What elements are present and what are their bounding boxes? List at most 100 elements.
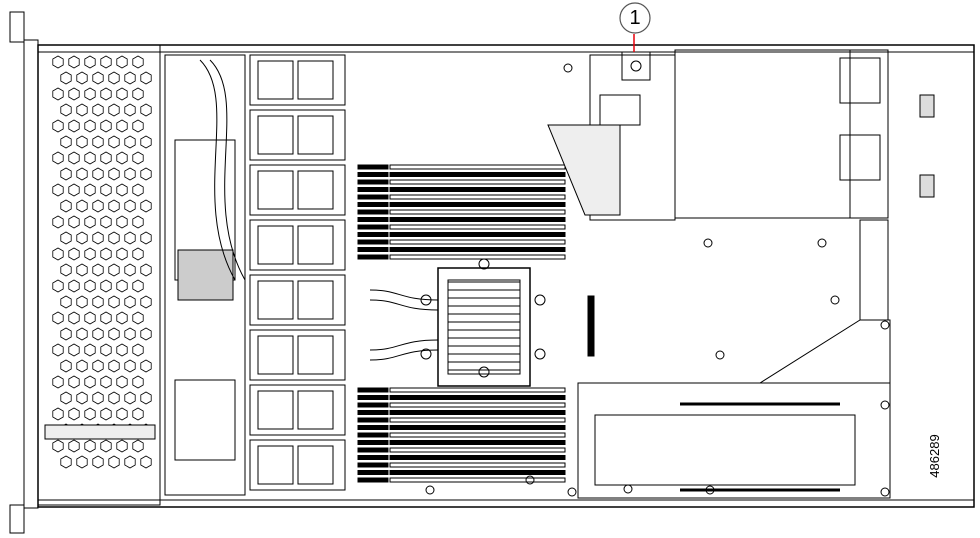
fan-rotor	[257, 335, 294, 375]
vent-hole	[140, 199, 152, 213]
vent-hole	[100, 247, 112, 261]
vent-hole	[124, 391, 136, 405]
fan-rotor	[297, 390, 334, 430]
vent-hole	[68, 375, 80, 389]
vent-hole	[68, 87, 80, 101]
screw	[425, 485, 435, 495]
vent-hole	[76, 103, 88, 117]
vent-hole	[68, 247, 80, 261]
vent-hole	[84, 407, 96, 421]
screw	[880, 320, 890, 330]
dimm-slot	[389, 402, 566, 408]
screw	[703, 238, 713, 248]
vent-hole	[124, 327, 136, 341]
fan-rotor	[257, 170, 294, 210]
vent-hole	[140, 103, 152, 117]
vent-hole	[140, 359, 152, 373]
vent-hole	[76, 295, 88, 309]
vent-hole	[116, 311, 128, 325]
vent-hole	[84, 375, 96, 389]
screw	[567, 487, 577, 497]
vent-hole	[68, 119, 80, 133]
vent-hole	[100, 407, 112, 421]
vent-hole	[76, 71, 88, 85]
fan-modules	[249, 54, 346, 491]
vent-hole	[100, 151, 112, 165]
vent-hole	[140, 455, 152, 469]
vent-hole	[124, 199, 136, 213]
vent-hole	[100, 279, 112, 293]
vent-hole	[60, 295, 72, 309]
dimm-latch	[357, 232, 389, 237]
vent-hole	[76, 327, 88, 341]
storage-controller-area	[44, 54, 246, 496]
fan-rotor	[297, 225, 334, 265]
vent-hole	[124, 103, 136, 117]
vent-hole	[52, 439, 64, 453]
vent-hole	[52, 279, 64, 293]
vent-hole	[84, 55, 96, 69]
vent-hole	[116, 183, 128, 197]
fan-rotor	[257, 225, 294, 265]
vent-hole	[132, 311, 144, 325]
dimm-latch	[357, 194, 389, 200]
screw	[623, 484, 633, 494]
vent-hole	[68, 215, 80, 229]
front-panel	[9, 11, 161, 534]
vent-hole	[52, 343, 64, 357]
vent-hole	[60, 231, 72, 245]
dimm-latch	[357, 202, 389, 207]
vent-hole	[124, 71, 136, 85]
vent-hole	[124, 167, 136, 181]
vent-hole	[76, 167, 88, 181]
vent-hole	[108, 327, 120, 341]
dimm-slot	[389, 417, 566, 423]
vent-hole	[108, 455, 120, 469]
vent-hole	[52, 375, 64, 389]
vent-hole	[132, 183, 144, 197]
vent-hole	[52, 183, 64, 197]
vent-hole	[108, 199, 120, 213]
fan-rotor	[297, 115, 334, 155]
vent-hole	[52, 247, 64, 261]
fan-rotor	[297, 445, 334, 485]
vent-hole	[124, 135, 136, 149]
cpu-heatsink	[369, 258, 546, 387]
vent-hole	[92, 167, 104, 181]
vent-hole	[100, 375, 112, 389]
vent-hole	[76, 263, 88, 277]
vent-hole	[100, 311, 112, 325]
vent-hole	[52, 151, 64, 165]
fan-rotor	[297, 335, 334, 375]
dimm-slot	[389, 254, 566, 260]
vent-hole	[108, 359, 120, 373]
screw	[525, 475, 535, 485]
dimm-slot	[389, 440, 566, 445]
vent-hole	[60, 167, 72, 181]
dimm-slot	[389, 432, 566, 438]
dimm-latch	[357, 187, 389, 192]
vent-hole	[84, 343, 96, 357]
fan-rotor	[297, 170, 334, 210]
vent-hole	[116, 407, 128, 421]
fan-rotor	[297, 280, 334, 320]
vent-hole	[140, 71, 152, 85]
vent-hole	[132, 439, 144, 453]
vent-hole	[132, 119, 144, 133]
dimm-slot	[389, 239, 566, 245]
fan-rotor	[257, 280, 294, 320]
vent-hole	[140, 231, 152, 245]
power-supplies	[674, 49, 935, 219]
vent-hole	[52, 407, 64, 421]
dimm-slot	[389, 232, 566, 237]
drive-bay-vent	[52, 55, 152, 469]
vent-hole	[124, 455, 136, 469]
vent-hole	[68, 311, 80, 325]
callout-number: 1	[629, 7, 641, 29]
vent-hole	[60, 135, 72, 149]
screw	[705, 485, 715, 495]
vent-hole	[108, 71, 120, 85]
dimm-latch	[357, 395, 389, 400]
vent-hole	[84, 183, 96, 197]
